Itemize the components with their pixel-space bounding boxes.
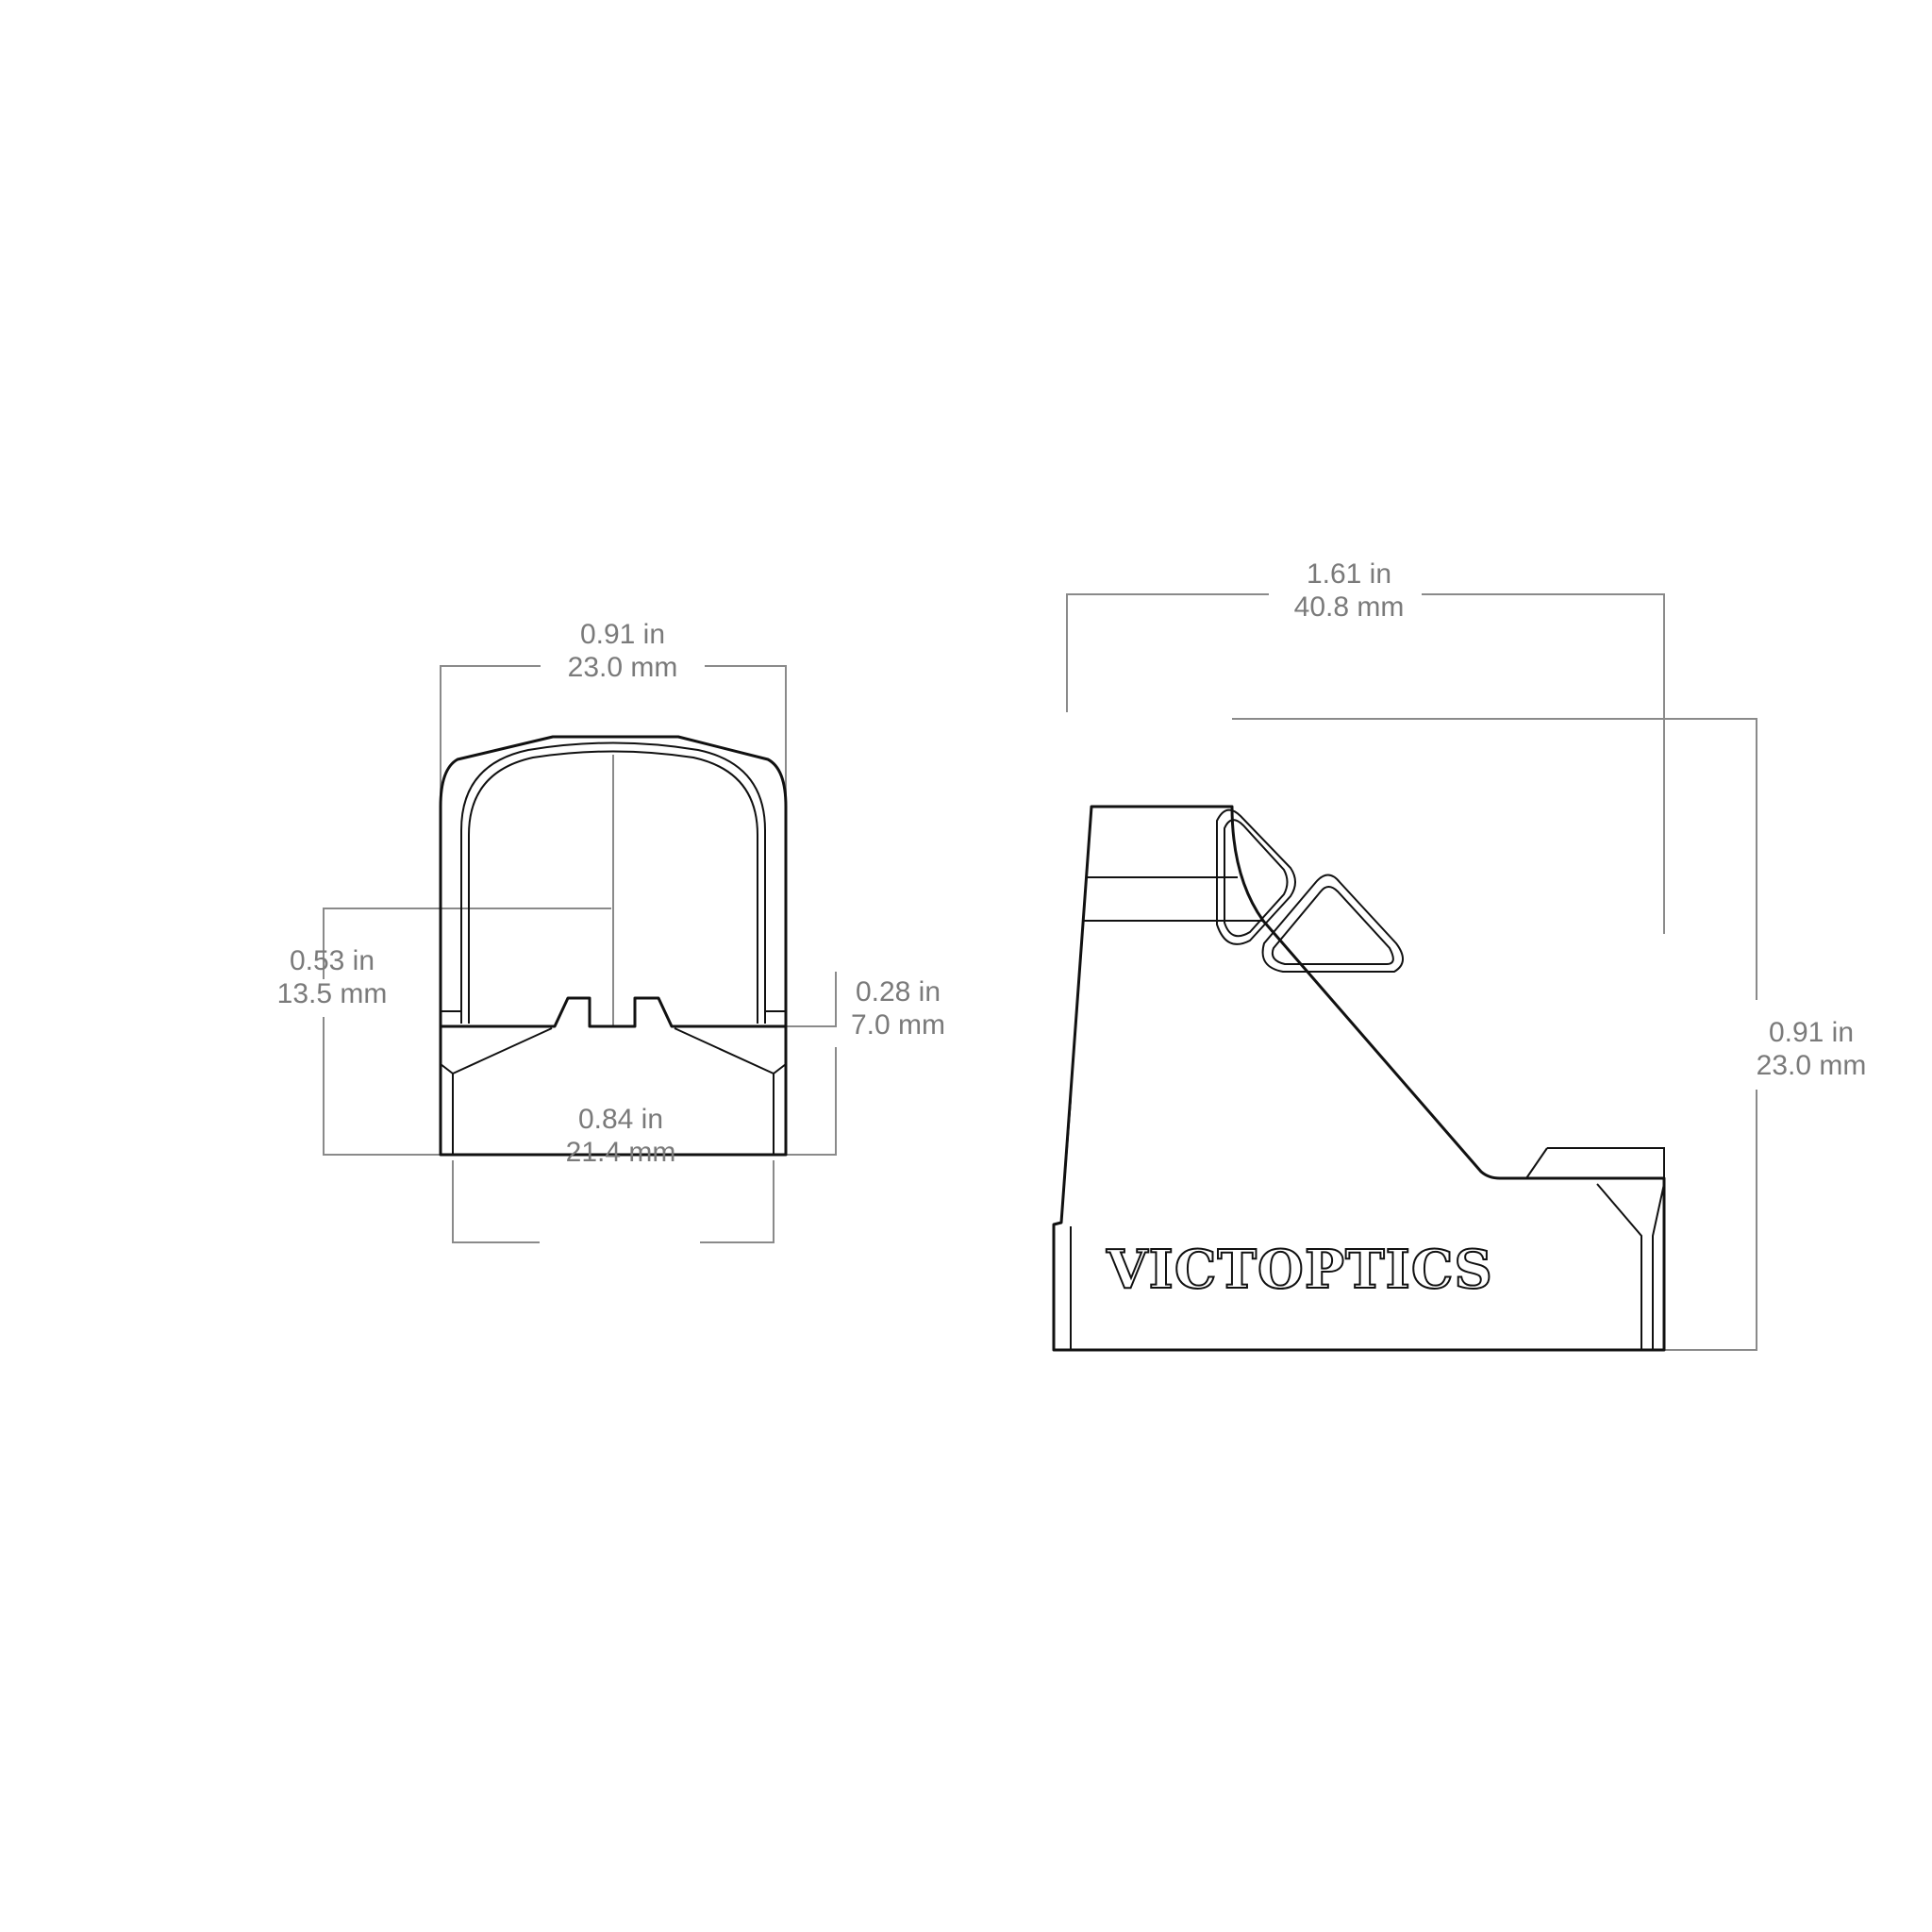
center-height-mm: 13.5 mm xyxy=(277,978,388,1009)
front-view: 0.91 in 23.0 mm 0.53 in 13.5 mm 0.28 in … xyxy=(277,619,945,1243)
side-dimension-lines xyxy=(1066,593,1757,1351)
base-width-mm: 21.4 mm xyxy=(566,1137,676,1168)
side-height-in: 0.91 in xyxy=(1769,1017,1854,1048)
side-height-mm: 23.0 mm xyxy=(1757,1050,1867,1081)
brand-logo: VICTOPTICS xyxy=(1106,1239,1493,1301)
side-view: VICTOPTICS 1.61 in 40.8 mm 0.91 in 23.0 … xyxy=(1052,558,1867,1352)
front-dimension-lines xyxy=(323,665,837,1243)
front-width-mm: 23.0 mm xyxy=(568,652,678,683)
side-length-mm: 40.8 mm xyxy=(1294,591,1405,623)
base-height-in: 0.28 in xyxy=(856,976,941,1008)
side-body-outline: VICTOPTICS xyxy=(1052,805,1666,1352)
front-width-in: 0.91 in xyxy=(580,619,665,650)
center-height-in: 0.53 in xyxy=(290,945,375,976)
front-body-outline xyxy=(439,735,788,1157)
side-length-in: 1.61 in xyxy=(1307,558,1391,590)
base-height-mm: 7.0 mm xyxy=(851,1009,945,1041)
base-width-in: 0.84 in xyxy=(578,1104,663,1135)
